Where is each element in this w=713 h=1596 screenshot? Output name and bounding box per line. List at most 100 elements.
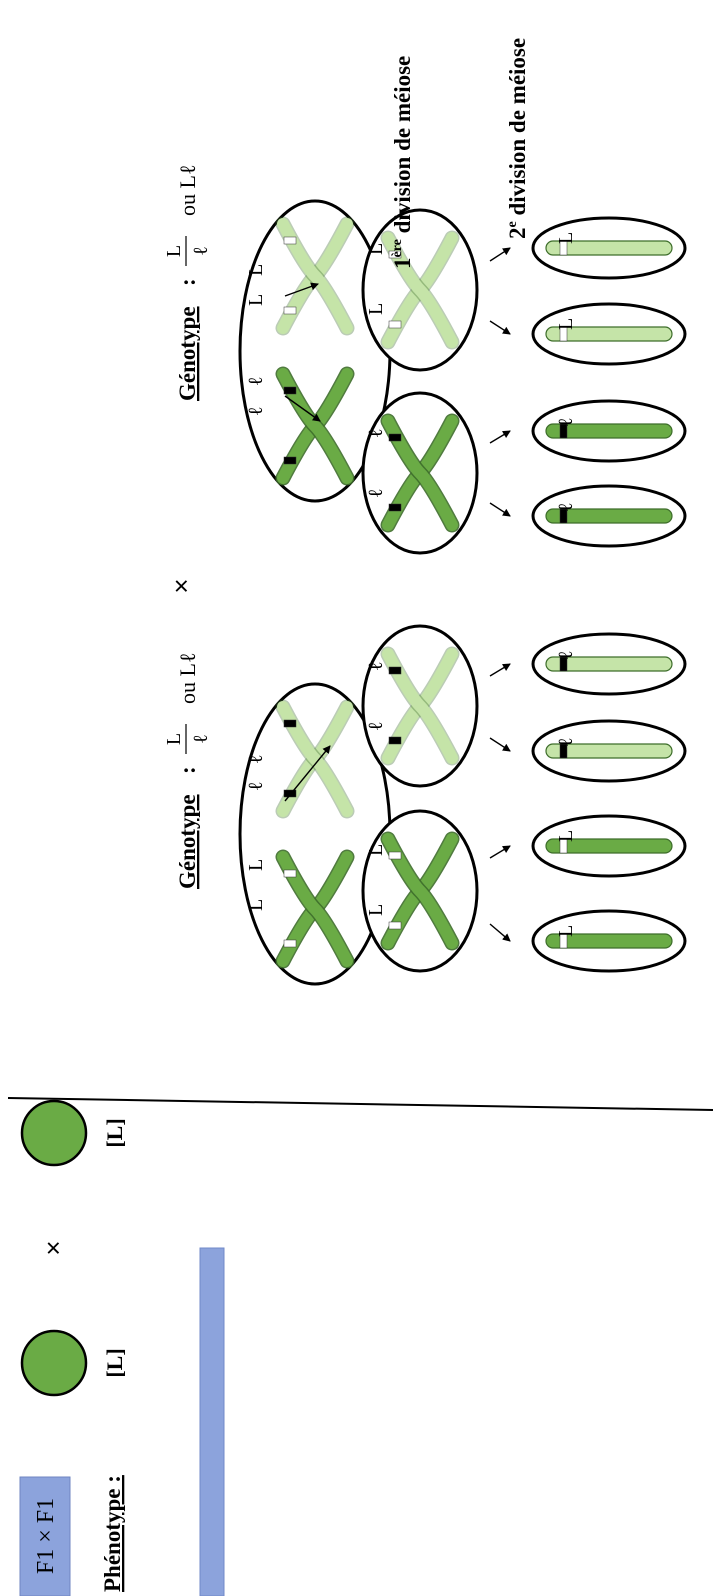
gamete-r4: L [531, 216, 687, 280]
chromatid [277, 368, 353, 484]
gamete-l2: L [531, 814, 687, 878]
gamete-r1: ℓ [531, 484, 687, 548]
left-times-symbol: × [38, 1240, 68, 1255]
section-divider [7, 1097, 713, 1111]
secondary-cell-l2: ℓℓ [361, 624, 479, 788]
fraction-top-right: L [163, 245, 185, 257]
chromatid [545, 508, 673, 524]
secondary-cell-l1: LL [361, 809, 479, 973]
genotype-label-left: Génotype [175, 794, 200, 889]
first-division-num: 1 [390, 258, 415, 270]
allele-band [559, 743, 568, 759]
x-chromosome [380, 831, 460, 951]
allele-band [559, 240, 568, 256]
gamete-allele-label: L [555, 925, 577, 937]
chromatid [545, 240, 673, 256]
genotype-label-right: Génotype [175, 306, 200, 401]
genotype-or-right: ou Lℓ [175, 165, 200, 216]
x-chromosome [380, 413, 460, 533]
second-division-num: 2 [505, 228, 530, 240]
chromatid [382, 833, 458, 949]
fraction-top-left: L [163, 733, 185, 745]
allele-band [559, 838, 568, 854]
chromatid [545, 326, 673, 342]
meiosis2-arrow [489, 663, 511, 677]
allele-label: ℓ [245, 754, 267, 764]
genotype-or-left: ou Lℓ [175, 653, 200, 704]
allele-band [388, 666, 402, 675]
chromatid [382, 415, 458, 531]
x-chromosome [380, 646, 460, 766]
allele-band [283, 939, 297, 948]
gamete-allele-label: ℓ [555, 417, 577, 427]
allele-band [559, 423, 568, 439]
allele-label: ℓ [365, 661, 387, 671]
meiosis2-arrow [489, 845, 511, 859]
chromatid [545, 423, 673, 439]
cross-box-label: F1 × F1 [33, 1498, 59, 1574]
meiosis1-arrow [284, 745, 331, 802]
genotype-colon-right: : [175, 278, 200, 286]
allele-band [388, 921, 402, 930]
x-chromosome [275, 849, 355, 969]
gamete-allele-label: ℓ [555, 650, 577, 660]
allele-band [283, 306, 297, 315]
fraction-bottom-left: ℓ [190, 734, 212, 744]
meiosis2-arrow [489, 502, 511, 517]
meiosis2-arrow [489, 737, 511, 752]
allele-label: ℓ [245, 781, 267, 791]
gamete-r2: ℓ [531, 399, 687, 463]
first-division-label: 1ère division de méiose [390, 56, 415, 269]
allele-band [559, 656, 568, 672]
phenotype-label: Phénotype : [100, 1475, 125, 1592]
chromatid [545, 838, 673, 854]
allele-band [559, 933, 568, 949]
chromatid [277, 851, 353, 967]
allele-label: L [365, 243, 387, 255]
cross-box-bg [19, 1476, 71, 1596]
meiosis1-arrow [284, 395, 321, 422]
allele-band [388, 250, 402, 259]
x-chromosome [275, 366, 355, 486]
allele-label: ℓ [245, 406, 267, 416]
secondary-cell-r2: LL [361, 208, 479, 372]
first-division-sup: ère [390, 239, 405, 257]
allele-label: ℓ [365, 721, 387, 731]
allele-band [388, 433, 402, 442]
allele-label: L [245, 294, 267, 306]
parent-cell-right: ℓ ℓ L L [238, 199, 392, 503]
chromatid [545, 933, 673, 949]
parent1-icon [20, 1329, 88, 1397]
meiosis2-arrow [489, 320, 511, 335]
offspring-bar [199, 1247, 225, 1596]
allele-band [388, 851, 402, 860]
parents-times-symbol: × [166, 578, 196, 593]
meiosis2-arrow [489, 923, 511, 942]
parent2-phenotype: [L] [102, 1118, 127, 1147]
chromatid [545, 656, 673, 672]
allele-label: ℓ [365, 488, 387, 498]
allele-label: L [245, 264, 267, 276]
gamete-allele-label: ℓ [555, 737, 577, 747]
chromatid [277, 218, 353, 334]
gamete-allele-label: L [555, 318, 577, 330]
allele-band [388, 736, 402, 745]
gamete-allele-label: ℓ [555, 502, 577, 512]
second-division-sup: e [505, 221, 520, 227]
gamete-l4: ℓ [531, 632, 687, 696]
allele-band [283, 456, 297, 465]
gamete-l3: ℓ [531, 719, 687, 783]
chromatid [277, 701, 353, 817]
allele-label: L [365, 904, 387, 916]
chromatid [382, 232, 458, 348]
chromatid [545, 743, 673, 759]
allele-band [388, 503, 402, 512]
gamete-allele-label: L [555, 830, 577, 842]
second-division-label: 2e division de méiose [505, 38, 530, 239]
allele-label: ℓ [245, 376, 267, 386]
meiosis1-arrow [284, 282, 319, 297]
